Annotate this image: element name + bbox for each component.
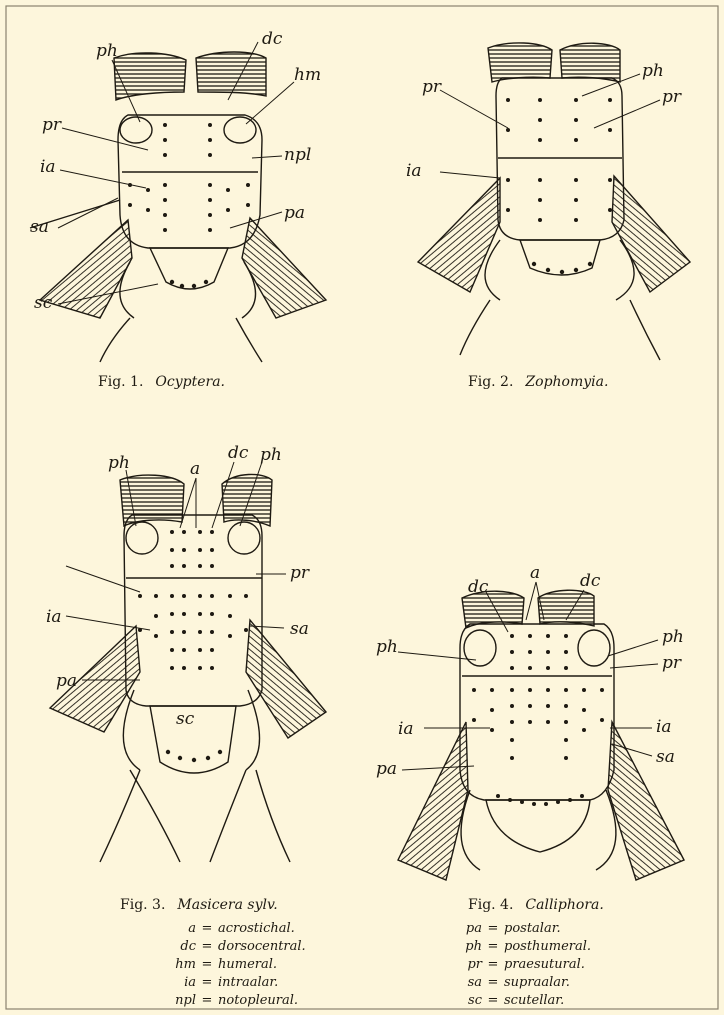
- label-ia: ia: [398, 719, 414, 739]
- legend-entry: npl=notopleural.: [148, 992, 306, 1010]
- label-ia: ia: [46, 607, 62, 627]
- label-ia: ia: [656, 717, 672, 737]
- label-pa: pa: [56, 671, 77, 691]
- figure-1-number: Fig. 1.: [98, 374, 143, 390]
- legend-entry: ph=posthumeral.: [434, 938, 591, 956]
- label-ph: ph: [96, 41, 118, 61]
- label-ia: ia: [406, 161, 422, 181]
- label-ph: ph: [642, 61, 664, 81]
- figure-4-calliphora-drawing: [398, 590, 684, 880]
- label-pr: pr: [662, 653, 682, 673]
- figure-3-number: Fig. 3.: [120, 897, 165, 913]
- legend-right-column: pa=postalar. ph=posthumeral. pr=praesutu…: [434, 920, 591, 1010]
- legend-entry: sa=supraalar.: [434, 974, 591, 992]
- label-pr: pr: [422, 77, 442, 97]
- figure-2-labels: ph pr pr ia: [406, 61, 682, 181]
- legend-entry: dc=dorsocentral.: [148, 938, 306, 956]
- figure-1-caption: Fig. 1. Ocyptera.: [98, 374, 225, 390]
- label-dc: dc: [580, 571, 601, 591]
- label-sa: sa: [656, 747, 675, 767]
- label-sc: sc: [34, 293, 53, 313]
- label-ph: ph: [260, 445, 282, 465]
- figure-3-masicera-drawing: [50, 474, 326, 862]
- figure-3-caption: Fig. 3. Masicera sylv.: [120, 897, 278, 913]
- legend-entry: a=acrostichal.: [148, 920, 306, 938]
- label-ph: ph: [108, 453, 130, 473]
- label-npl: npl: [284, 145, 311, 165]
- figure-1-name: Ocyptera.: [155, 374, 225, 390]
- legend-left-column: a=acrostichal. dc=dorsocentral. hm=humer…: [148, 920, 306, 1010]
- figure-2-name: Zophomyia.: [525, 374, 608, 390]
- legend-entry: pr=praesutural.: [434, 956, 591, 974]
- label-a: a: [530, 563, 540, 583]
- label-sa: sa: [290, 619, 309, 639]
- legend-entry: pa=postalar.: [434, 920, 591, 938]
- legend-entry: sc=scutellar.: [434, 992, 591, 1010]
- label-ph: ph: [662, 627, 684, 647]
- legend-entry: hm=humeral.: [148, 956, 306, 974]
- label-pr: pr: [662, 87, 682, 107]
- label-a: a: [190, 459, 200, 479]
- label-dc: dc: [468, 577, 489, 597]
- label-ph: ph: [376, 637, 398, 657]
- figure-2-zophomyia-drawing: [418, 43, 690, 360]
- figure-2-number: Fig. 2.: [468, 374, 513, 390]
- figure-4-labels: dc a dc ph ph pr ia ia sa pa: [376, 563, 684, 779]
- label-dc: dc: [262, 29, 283, 49]
- figure-4-number: Fig. 4.: [468, 897, 513, 913]
- label-pa: pa: [376, 759, 397, 779]
- label-sc: sc: [176, 709, 195, 729]
- label-dc: dc: [228, 443, 249, 463]
- figure-3-name: Masicera sylv.: [177, 897, 277, 913]
- label-pa: pa: [284, 203, 305, 223]
- label-hm: hm: [294, 65, 321, 85]
- figure-4-name: Calliphora.: [525, 897, 603, 913]
- label-pr: pr: [42, 115, 62, 135]
- label-pr: pr: [290, 563, 310, 583]
- label-ia: ia: [40, 157, 56, 177]
- figure-1-ocyptera-drawing: [30, 52, 326, 362]
- label-sa: sa: [30, 217, 49, 237]
- figure-2-caption: Fig. 2. Zophomyia.: [468, 374, 608, 390]
- figure-4-caption: Fig. 4. Calliphora.: [468, 897, 604, 913]
- legend-entry: ia=intraalar.: [148, 974, 306, 992]
